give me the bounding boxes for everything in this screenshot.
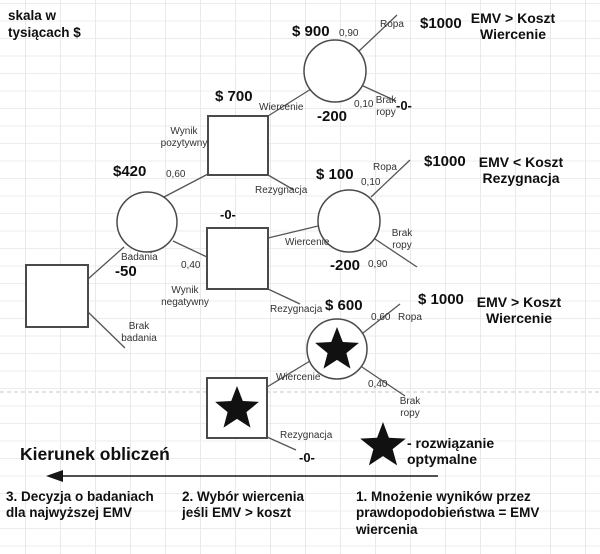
chance-bottom-ropa-prob: 0,60 [371, 312, 391, 323]
decision-mid-emv: -0- [220, 207, 236, 222]
root-badania-cost: -50 [115, 263, 137, 280]
chance-mid-conclusion: EMV < Koszt Rezygnacja [478, 154, 564, 187]
chance-node-mid [317, 189, 381, 253]
survey-negatywny-label: Wynik negatywny [161, 285, 209, 308]
chance-bottom-brak-ropy-prob: 0,40 [368, 379, 388, 390]
branch-line-brak-ropy-mid [374, 238, 418, 268]
chance-node-survey [116, 191, 178, 253]
branch-line-ropa-top [357, 14, 398, 53]
branch-line-badania [87, 246, 125, 280]
survey-pozytywny-label: Wynik pozytywny [160, 126, 208, 149]
branch-line-ropa-mid [370, 159, 411, 198]
branch-line-brak-ropy-top [360, 84, 397, 102]
decision-mid-wiercenie-label: Wiercenie [285, 237, 330, 248]
direction-arrow-head-icon [46, 470, 63, 482]
chance-top-brak-ropy-label: Brak ropy [375, 95, 397, 118]
optimal-star-icon-circle [315, 327, 359, 369]
chance-bottom-ropa-payoff: $ 1000 [418, 291, 464, 308]
decision-bottom-wiercenie-label: Wiercenie [276, 372, 321, 383]
branch-line-wynik-negatywny [172, 240, 208, 258]
chance-bottom-emv: $ 600 [325, 297, 363, 314]
chance-mid-brak-ropy-prob: 0,90 [368, 259, 388, 270]
branch-line-wynik-pozytywny [163, 173, 209, 198]
chance-top-brak-ropy-payoff: -0- [396, 98, 412, 113]
branch-line-rezygnacja-top [267, 174, 295, 191]
branch-lines [87, 14, 418, 451]
decision-top-emv: $ 700 [215, 88, 253, 105]
chance-mid-brak-ropy-label: Brak ropy [391, 228, 413, 251]
branch-line-wiercenie-mid [267, 225, 319, 239]
decision-top-wiercenie-label: Wiercenie [259, 102, 304, 113]
decision-node-bottom [206, 377, 268, 439]
decision-node-mid [206, 227, 269, 290]
root-badania-label: Badania [121, 252, 158, 263]
branch-line-rezygnacja-bottom [266, 436, 297, 451]
optimal-star-icon-square [215, 386, 259, 428]
branch-line-wiercenie-bottom [266, 360, 311, 388]
decision-node-top [207, 115, 269, 176]
direction-heading: Kierunek obliczeń [20, 444, 170, 464]
branch-line-brak-badania [87, 311, 126, 349]
chance-top-ropa-label: Ropa [380, 19, 404, 30]
chance-top-brak-ropy-prob: 0,10 [354, 99, 374, 110]
chance-mid-emv: $ 100 [316, 166, 354, 183]
scale-note: skala w tysiącach $ [8, 8, 81, 40]
legend-optimal-text: - rozwiązanie optymalne [407, 435, 495, 468]
chance-bottom-conclusion: EMV > Koszt Wiercenie [476, 294, 562, 327]
branch-line-wiercenie-top [267, 88, 312, 117]
chance-bottom-ropa-label: Ropa [398, 312, 422, 323]
survey-negatywny-prob: 0,40 [181, 260, 201, 271]
legend-star-icon [360, 422, 406, 466]
chance-top-ropa-payoff: $1000 [420, 15, 462, 32]
branch-line-rezygnacja-mid [267, 288, 301, 305]
decision-top-rezygnacja-label: Rezygnacja [255, 185, 308, 196]
root-brak-badania-label: Brak badania [121, 321, 157, 344]
chance-top-conclusion: EMV > Koszt Wiercenie [470, 10, 556, 43]
chance-bottom-brak-ropy-label: Brak ropy [399, 396, 421, 419]
chance-mid-ropa-payoff: $1000 [424, 153, 466, 170]
decision-bottom-rezygnacja-label: Rezygnacja [280, 430, 333, 441]
decision-mid-rezygnacja-label: Rezygnacja [270, 304, 323, 315]
decision-node-root [25, 264, 89, 328]
chance-mid-cost: -200 [330, 257, 361, 274]
branch-line-ropa-bottom [362, 303, 401, 334]
chance-top-cost: -200 [317, 108, 348, 125]
step-3-text: 3. Decyzja o badaniach dla najwyższej EM… [6, 489, 154, 521]
survey-pozytywny-prob: 0,60 [166, 169, 186, 180]
chance-node-top [303, 39, 367, 103]
step-1-text: 1. Mnożenie wyników przez prawdopodobień… [356, 489, 540, 537]
chance-mid-ropa-prob: 0,10 [361, 177, 381, 188]
chance-top-emv: $ 900 [292, 23, 330, 40]
step-2-text: 2. Wybór wiercenia jeśli EMV > koszt [182, 489, 305, 521]
chance-mid-ropa-label: Ropa [373, 162, 397, 173]
survey-emv: $420 [113, 163, 147, 180]
branch-line-brak-ropy-bottom [361, 366, 406, 397]
decision-bottom-rezygnacja-payoff: -0- [299, 450, 315, 465]
chance-top-ropa-prob: 0,90 [339, 28, 359, 39]
